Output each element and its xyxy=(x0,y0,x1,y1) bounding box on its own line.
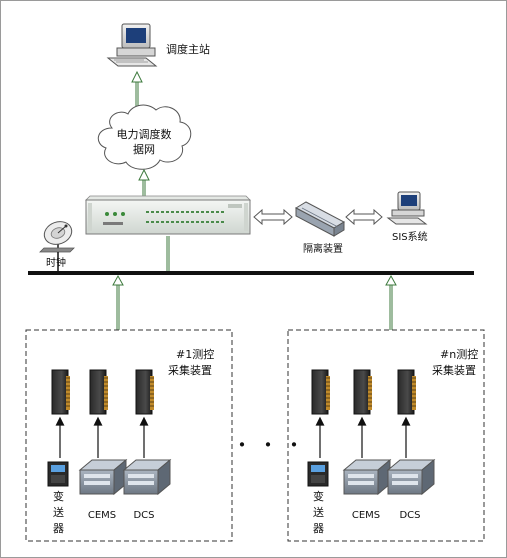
group1-cems-label: CEMS xyxy=(88,510,116,521)
cloud-label-line1: 电力调度数 xyxy=(117,127,172,141)
sis-computer-icon xyxy=(386,191,428,225)
group1-transmitter-meter-icon xyxy=(47,461,69,487)
group1-collector-module-icon-3 xyxy=(135,369,154,415)
group-ellipsis: ・・・ xyxy=(232,433,310,457)
groupn-dcs-cabinet-icon xyxy=(386,458,436,496)
group1-title-line2: 采集装置 xyxy=(168,363,212,377)
group1-collector-module-icon-1 xyxy=(51,369,70,415)
sis-system-label: SIS系统 xyxy=(392,230,428,243)
group1-cems-cabinet-icon xyxy=(78,458,128,496)
group1-transmitter-char2: 送 xyxy=(53,505,64,519)
groupn-transmitter-char2: 送 xyxy=(313,505,324,519)
group1-dashed-box xyxy=(25,329,233,542)
group1-transmitter-char1: 变 xyxy=(53,489,64,503)
clock-label: 时钟 xyxy=(46,256,66,269)
cloud-label-line2: 据网 xyxy=(133,142,155,156)
groupn-cems-cabinet-icon xyxy=(342,458,392,496)
group1-transmitter-char3: 器 xyxy=(53,522,64,535)
groupn-title-line1: #n测控 xyxy=(440,347,478,361)
groupn-collector-module-icon-1 xyxy=(311,369,330,415)
groupn-collector-module-icon-2 xyxy=(353,369,372,415)
groupn-cems-label: CEMS xyxy=(352,510,380,521)
groupn-transmitter-char3: 器 xyxy=(313,522,324,535)
arrow-groupn-to-bus xyxy=(385,274,397,330)
groupn-title-line2: 采集装置 xyxy=(432,363,476,377)
arrow-server-isolation xyxy=(253,208,293,226)
group1-dcs-label: DCS xyxy=(133,510,154,521)
groupn-collector-module-icon-3 xyxy=(397,369,416,415)
isolation-device-label: 隔离装置 xyxy=(303,242,343,255)
group1-dcs-cabinet-icon xyxy=(122,458,172,496)
power-dispatch-network-cloud-icon xyxy=(97,104,192,170)
dispatch-computer-icon xyxy=(106,23,158,67)
groupn-transmitter-char1: 变 xyxy=(313,489,324,503)
group1-arrows xyxy=(55,416,149,458)
dispatch-station-label: 调度主站 xyxy=(166,42,210,56)
group1-title-line1: #1测控 xyxy=(176,347,214,361)
group1-collector-module-icon-2 xyxy=(89,369,108,415)
arrow-isolation-sis xyxy=(345,208,383,226)
groupn-dashed-box xyxy=(287,329,485,542)
arrow-group1-to-bus xyxy=(112,274,124,330)
groupn-arrows xyxy=(315,416,411,458)
satellite-clock-icon xyxy=(39,221,75,253)
isolation-device-icon xyxy=(294,201,346,237)
groupn-transmitter-meter-icon xyxy=(307,461,329,487)
rack-server-icon xyxy=(85,195,251,235)
groupn-dcs-label: DCS xyxy=(399,510,420,521)
